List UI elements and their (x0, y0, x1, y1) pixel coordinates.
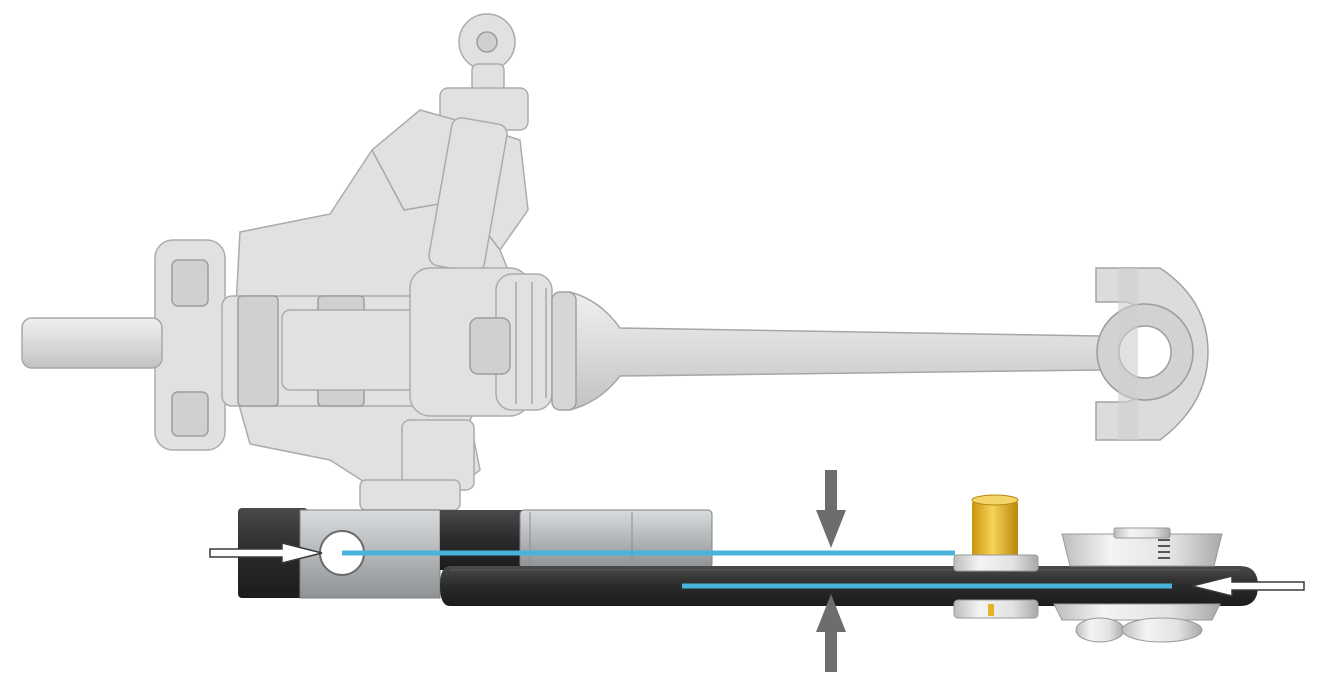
right-flow-arrow (1191, 575, 1305, 597)
gap-arrow-down (816, 470, 846, 548)
left-flow-arrow (209, 542, 323, 564)
flow-lines (342, 550, 1172, 589)
drive-shaft (551, 267, 1209, 441)
collar-fitting (1053, 527, 1223, 643)
gold-pin (953, 494, 1039, 619)
gap-arrow-up (816, 594, 846, 672)
stub-axle (21, 317, 163, 369)
shaft-eye-end (1095, 267, 1209, 441)
flow-arrows (209, 542, 1305, 597)
transparent-hub-assembly (154, 13, 553, 511)
upper-ball-joint (439, 13, 529, 131)
gap-arrows (816, 470, 846, 672)
